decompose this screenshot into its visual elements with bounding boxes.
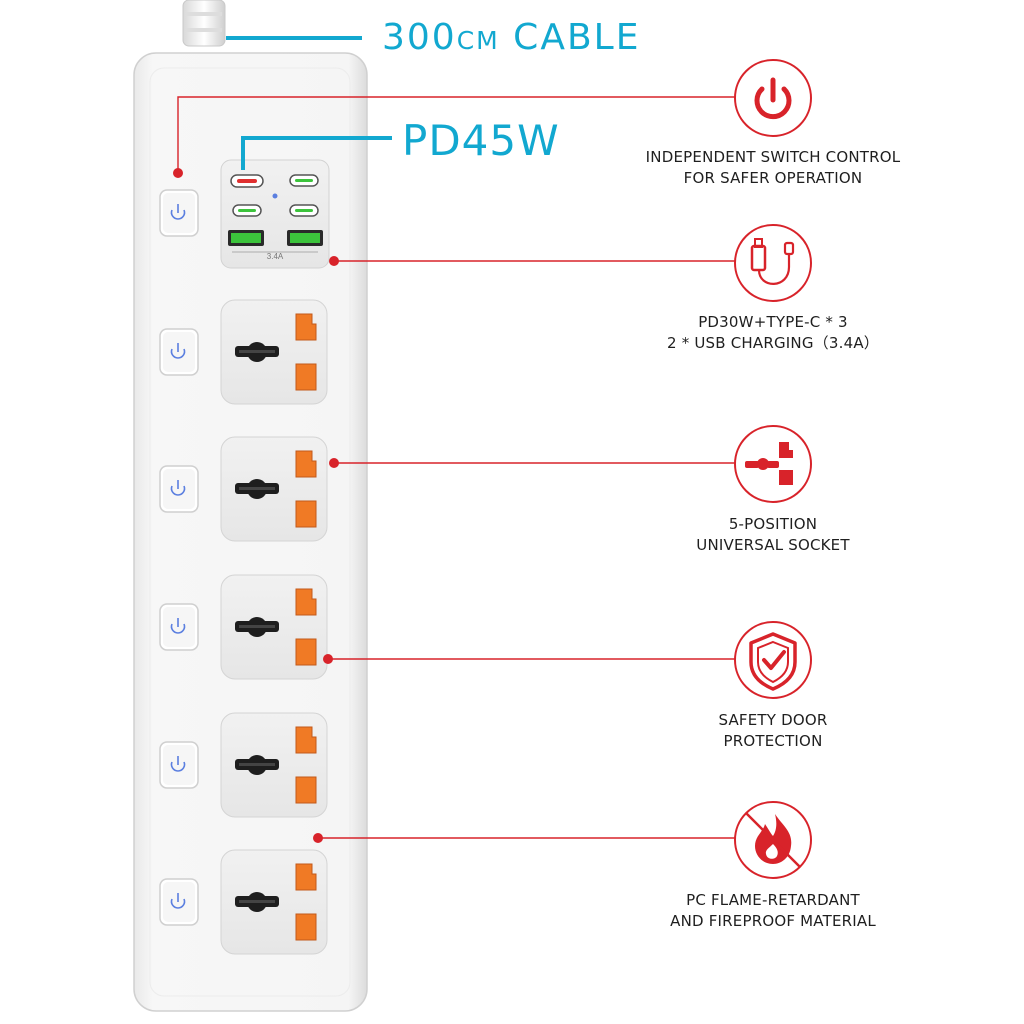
feature-caption-safety: SAFETY DOOR PROTECTION: [610, 710, 936, 752]
feature-caption-usb: PD30W+TYPE-C * 3 2 * USB CHARGING（3.4A）: [610, 312, 936, 354]
socket-column: [220, 299, 328, 955]
universal-socket: [220, 299, 328, 405]
feature-caption-material: PC FLAME-RETARDANT AND FIREPROOF MATERIA…: [610, 890, 936, 932]
pd-power-callout: PD45W: [402, 116, 560, 165]
caption-line: 5-POSITION: [728, 515, 818, 533]
power-icon: [170, 756, 186, 772]
callout-lines: [226, 36, 392, 170]
socket-shutter: [295, 588, 317, 616]
power-icon: [170, 480, 186, 496]
socket-shutter: [295, 450, 317, 478]
caption-line: 2 * USB CHARGING（3.4A）: [667, 334, 879, 352]
socket-shutter: [295, 863, 317, 891]
socket-shutter: [295, 776, 317, 804]
power-icon: [170, 893, 186, 909]
leader-lines: [177, 96, 748, 839]
power-icon: [170, 343, 186, 359]
caption-line: PC FLAME-RETARDANT: [686, 891, 860, 909]
leader-dots: [173, 168, 339, 843]
usb-cable-icon: [734, 224, 812, 302]
feature-icons: [734, 59, 812, 879]
power-icon: [734, 59, 812, 137]
socket-shutter: [295, 363, 317, 391]
socket-shutter: [295, 726, 317, 754]
power-switch-button[interactable]: [159, 878, 199, 926]
callout-line-pd: [241, 136, 392, 170]
caption-line: PROTECTION: [723, 732, 823, 750]
power-switch-button[interactable]: [159, 465, 199, 513]
caption-line: FOR SAFER OPERATION: [683, 169, 863, 187]
power-icon: [170, 204, 186, 220]
feature-caption-switch: INDEPENDENT SWITCH CONTROL FOR SAFER OPE…: [610, 147, 936, 189]
universal-socket: [220, 849, 328, 955]
indicator-led: [272, 193, 278, 199]
shield-check-icon: [734, 621, 812, 699]
usb-port-panel: [220, 159, 330, 269]
no-fire-icon: [734, 801, 812, 879]
universal-socket: [220, 712, 328, 818]
power-switch-button[interactable]: [159, 328, 199, 376]
power-icon: [170, 618, 186, 634]
caption-line: PD30W+TYPE-C * 3: [698, 313, 848, 331]
socket-shutter: [295, 638, 317, 666]
caption-line: UNIVERSAL SOCKET: [696, 536, 850, 554]
feature-caption-socket: 5-POSITION UNIVERSAL SOCKET: [610, 514, 936, 556]
universal-socket: [220, 574, 328, 680]
usb-rating-label: 3.4A: [267, 252, 284, 261]
caption-line: INDEPENDENT SWITCH CONTROL: [645, 148, 901, 166]
socket-shutter: [295, 500, 317, 528]
caption-line: SAFETY DOOR: [718, 711, 828, 729]
socket-shutter: [295, 313, 317, 341]
power-switch-button[interactable]: [159, 189, 199, 237]
caption-line: AND FIREPROOF MATERIAL: [670, 912, 876, 930]
switch-column: [159, 189, 199, 926]
socket-icon: [734, 425, 812, 503]
socket-shutter: [295, 913, 317, 941]
power-switch-button[interactable]: [159, 741, 199, 789]
power-cord: [182, 0, 226, 47]
leader-line-switch: [177, 96, 748, 173]
cable-length-callout: 300cm CABLE: [382, 17, 641, 58]
universal-socket: [220, 436, 328, 542]
power-switch-button[interactable]: [159, 603, 199, 651]
